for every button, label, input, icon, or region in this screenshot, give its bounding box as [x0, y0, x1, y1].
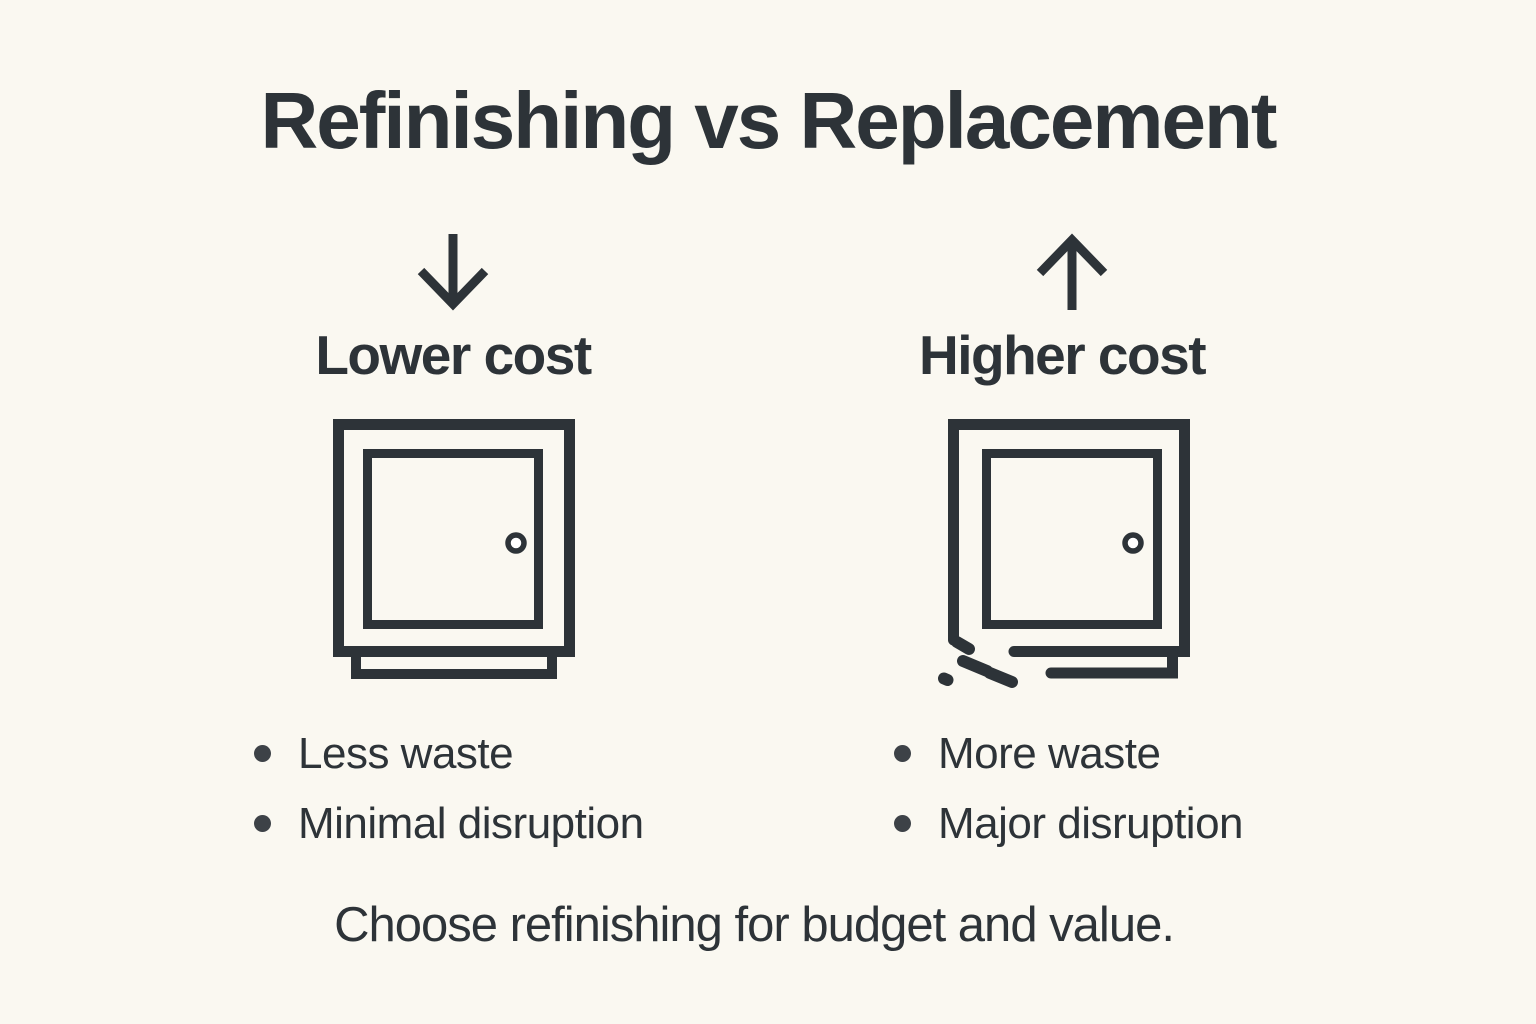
bullet-item: Major disruption [894, 797, 1244, 850]
bullet-dot [894, 745, 911, 762]
column-heading-higher-cost: Higher cost [918, 324, 1207, 386]
bullet-label: Major disruption [938, 799, 1244, 848]
column-heading-lower-cost: Lower cost [315, 324, 592, 386]
down-arrow-icon [417, 234, 489, 311]
debris-marks [938, 636, 1018, 688]
bullet-label: More waste [938, 729, 1161, 778]
bullet-dot [254, 745, 271, 762]
cabinet-icon [333, 419, 575, 679]
bullet-item: Less waste [254, 727, 644, 780]
cabinet-base [351, 650, 557, 679]
bullet-dot [894, 815, 911, 832]
cabinet-frame [333, 419, 575, 657]
footer-text: Choose refinishing for budget and value. [334, 898, 1175, 952]
bullet-item: Minimal disruption [254, 797, 644, 850]
cabinet-knob [505, 532, 527, 554]
bullet-item: More waste [894, 727, 1243, 780]
bullet-list-refinishing: Less waste Minimal disruption [254, 727, 644, 867]
cabinet-knob [1122, 532, 1144, 554]
cabinet-base-broken [1045, 649, 1178, 679]
bullet-label: Minimal disruption [298, 799, 644, 848]
cabinet-door [363, 449, 543, 629]
broken-cabinet-icon [938, 419, 1190, 688]
bullet-dot [254, 815, 271, 832]
up-arrow-icon [1036, 233, 1108, 310]
infographic-title: Refinishing vs Replacement [260, 76, 1278, 165]
bullet-list-replacement: More waste Major disruption [894, 727, 1244, 867]
bullet-label: Less waste [298, 729, 514, 778]
cabinet-frame-broken [948, 419, 1190, 657]
cabinet-door [982, 449, 1162, 629]
